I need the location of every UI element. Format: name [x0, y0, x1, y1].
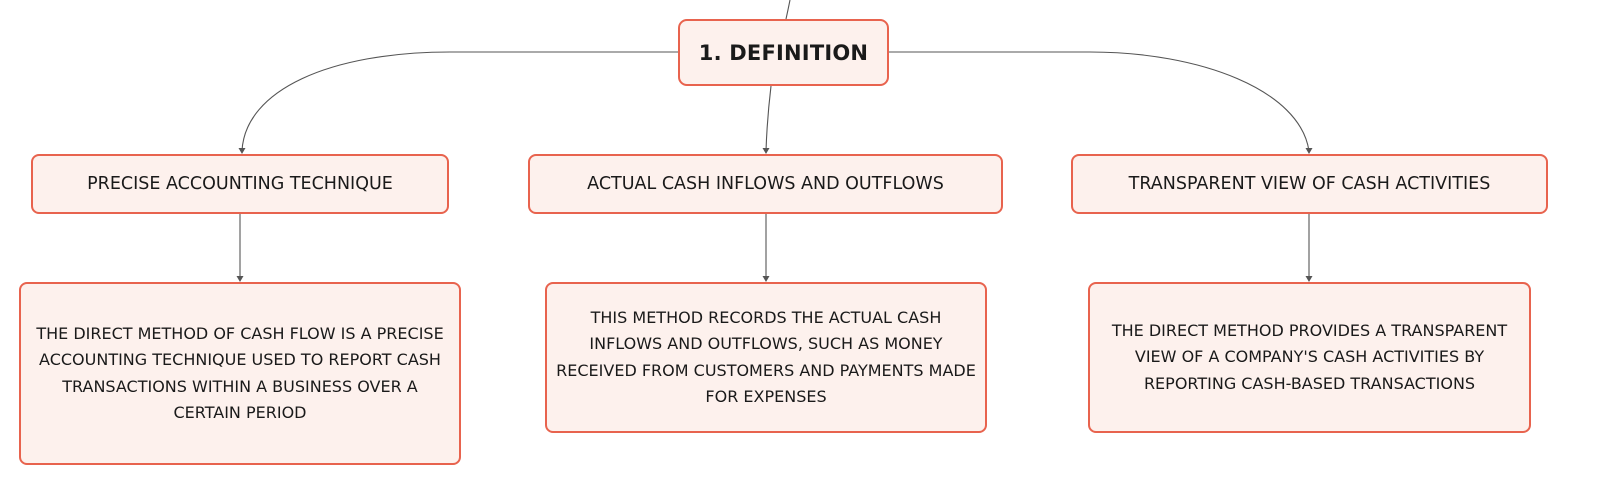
topic-node-actual-cash-inflows-outflows[interactable]: ACTUAL CASH INFLOWS AND OUTFLOWS	[528, 154, 1003, 214]
topic-node-label: TRANSPARENT VIEW OF CASH ACTIVITIES	[1128, 174, 1491, 194]
detail-node-text: THIS METHOD RECORDS THE ACTUAL CASH INFL…	[556, 307, 976, 407]
topic-node-transparent-view[interactable]: TRANSPARENT VIEW OF CASH ACTIVITIES	[1071, 154, 1548, 214]
detail-node-precise-accounting-technique[interactable]: THE DIRECT METHOD OF CASH FLOW IS A PREC…	[19, 282, 461, 465]
connector-arrowhead	[238, 148, 246, 154]
detail-node-transparent-view[interactable]: THE DIRECT METHOD PROVIDES A TRANSPARENT…	[1088, 282, 1531, 433]
root-node-label: 1. DEFINITION	[698, 40, 869, 65]
detail-node-text: THE DIRECT METHOD PROVIDES A TRANSPARENT…	[1111, 320, 1508, 393]
topic-node-precise-accounting-technique[interactable]: PRECISE ACCOUNTING TECHNIQUE	[31, 154, 449, 214]
topic-node-label: PRECISE ACCOUNTING TECHNIQUE	[87, 174, 393, 194]
root-node-definition[interactable]: 1. DEFINITION	[678, 19, 889, 86]
detail-node-actual-cash-inflows-outflows[interactable]: THIS METHOD RECORDS THE ACTUAL CASH INFL…	[545, 282, 987, 433]
connector-root-to-topic-3	[889, 51, 1310, 152]
connector-arrowhead	[762, 148, 770, 154]
connector-arrowhead	[236, 276, 244, 282]
connector-from-parent	[785, 0, 791, 20]
connector-arrowhead	[1305, 148, 1313, 154]
connector-arrowhead	[762, 276, 770, 282]
connector-arrowhead	[1305, 276, 1313, 282]
connector-root-to-topic-1	[241, 51, 678, 152]
connector-root-to-topic-2	[765, 85, 772, 152]
detail-node-text: THE DIRECT METHOD OF CASH FLOW IS A PREC…	[36, 323, 444, 423]
topic-node-label: ACTUAL CASH INFLOWS AND OUTFLOWS	[587, 174, 944, 194]
